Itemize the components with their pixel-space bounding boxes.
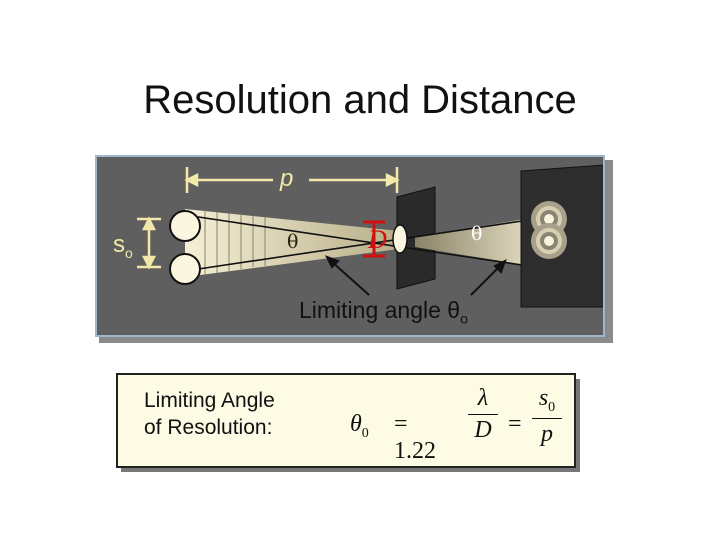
light-beam-right: [415, 215, 549, 269]
aperture-size-marker: [363, 220, 385, 258]
aperture-lens: [392, 224, 408, 254]
slide-title: Resolution and Distance: [143, 78, 577, 122]
fraction-s-subscript: 0: [548, 399, 556, 415]
light-beam-left: [185, 209, 399, 277]
formula-caption: Limiting Angle of Resolution:: [144, 387, 275, 442]
s0-subscript: o: [125, 244, 133, 261]
fraction-lambda-over-d: λ D: [468, 385, 498, 444]
formula-theta-subscript: 0: [361, 425, 369, 441]
aperture-d-label: D: [368, 225, 387, 254]
rays: [184, 214, 550, 272]
p-label: p: [280, 165, 294, 192]
formula-theta-symbol: θ: [350, 411, 362, 437]
formula-coefficient: = 1.22: [394, 411, 436, 464]
s0-letter: s: [113, 231, 125, 258]
fraction-denominator-d: D: [474, 417, 492, 443]
fraction-s-letter: s: [538, 385, 549, 411]
theta-far-label: θ: [471, 223, 483, 245]
limiting-angle-subscript: o: [460, 310, 468, 327]
fraction-s-over-p: s0 p: [532, 385, 562, 448]
resolution-diagram: p so θ θ D Limiting angle θo: [95, 155, 605, 337]
formula-caption-line2: of Resolution:: [144, 416, 273, 440]
theta-near-label: θ: [287, 231, 299, 253]
object-top: [169, 210, 201, 242]
formula-box: Limiting Angle of Resolution: θ0 = 1.22 …: [116, 373, 576, 468]
s0-label: so: [113, 233, 133, 260]
fraction-denominator-p: p: [541, 420, 553, 447]
formula-equals: =: [508, 411, 522, 437]
formula-caption-line1: Limiting Angle: [144, 389, 275, 412]
limiting-angle-text: Limiting angle θ: [299, 297, 461, 323]
formula-theta: θ0: [350, 411, 369, 442]
airy-disk-bottom: [531, 223, 567, 259]
s0-dimension: [137, 216, 161, 270]
angle-pointers: [324, 255, 507, 296]
fraction-numerator-lambda: λ: [477, 385, 489, 411]
fraction-numerator-s: s0: [532, 385, 562, 416]
limiting-angle-label: Limiting angle θo: [299, 299, 468, 326]
object-bottom: [169, 253, 201, 285]
diagram-drawing: [137, 164, 603, 308]
p-dimension: [184, 167, 400, 193]
